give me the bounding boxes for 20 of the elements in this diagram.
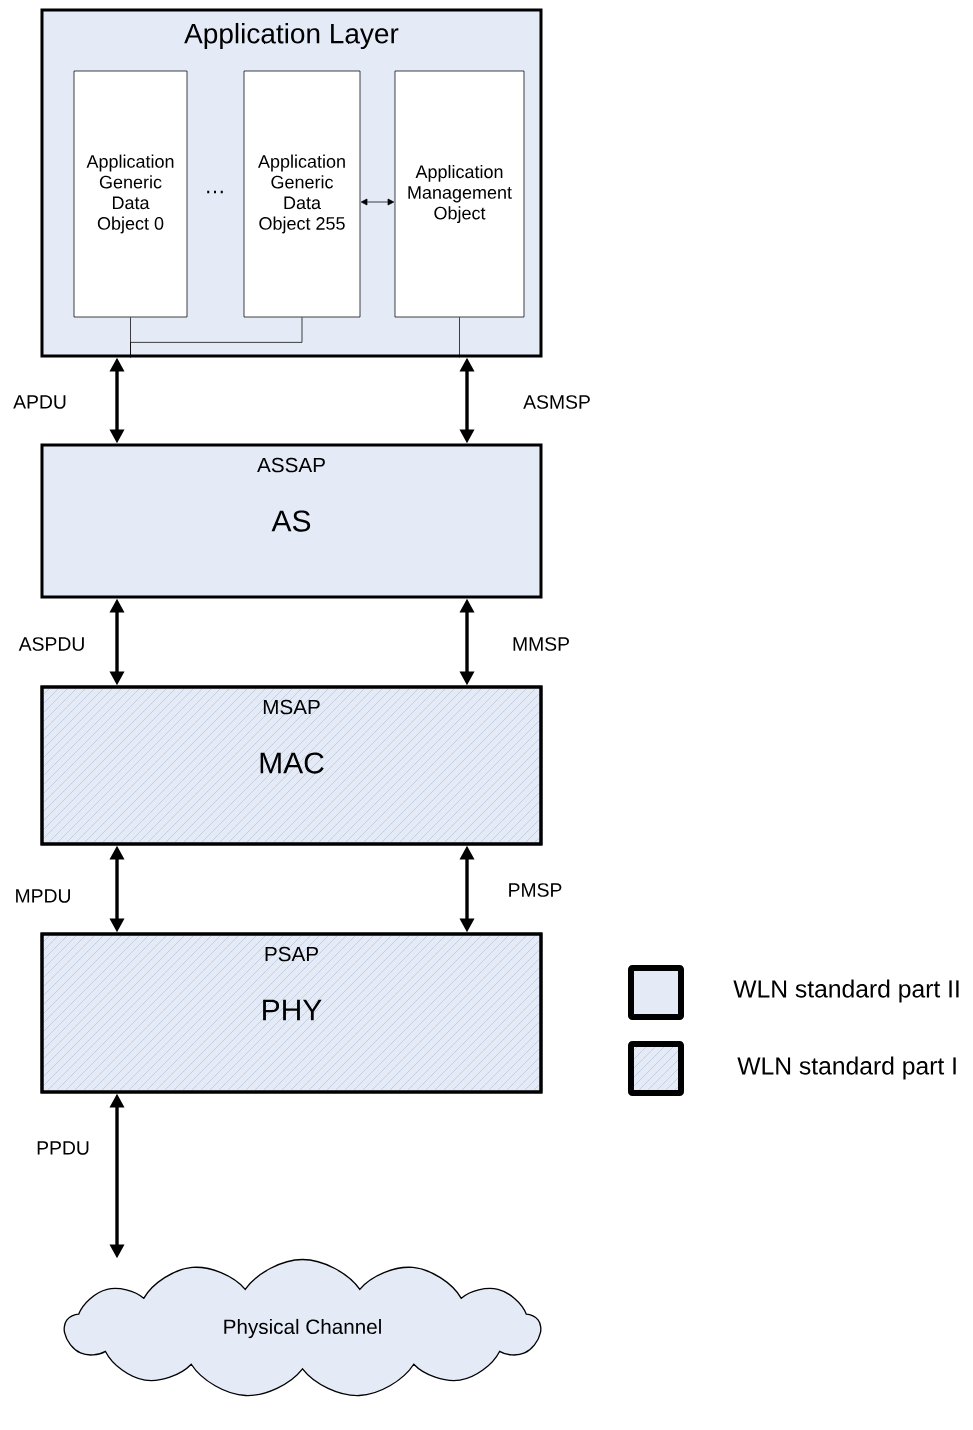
- layer-box: PSAP PHY: [40, 932, 543, 1094]
- connector-line: [130, 317, 303, 358]
- object-box: Application Generic Data Object 0: [73, 70, 188, 318]
- legend-label: WLN standard part II: [733, 979, 959, 1003]
- connector-line: [459, 317, 460, 358]
- edge-label: PPDU: [37, 1141, 89, 1155]
- legend-label: WLN standard part I: [737, 1056, 956, 1080]
- edge-label: ASMSP: [523, 395, 590, 409]
- cloud-label: Physical Channel: [224, 1318, 381, 1339]
- layer-box: MSAP MAC: [40, 685, 543, 846]
- double-arrow: [360, 198, 395, 206]
- object-box: Application Generic Data Object 255: [243, 70, 361, 318]
- object-box: Application Management Object: [394, 70, 525, 318]
- edge-label: APDU: [13, 395, 66, 409]
- ellipsis-label: …: [207, 190, 223, 194]
- edge-label: MMSP: [513, 637, 569, 651]
- edge-label: PMSP: [509, 883, 562, 897]
- layer-box: ASSAP AS: [40, 443, 543, 599]
- edge-label: MPDU: [16, 889, 70, 903]
- edge-label: ASPDU: [18, 637, 84, 651]
